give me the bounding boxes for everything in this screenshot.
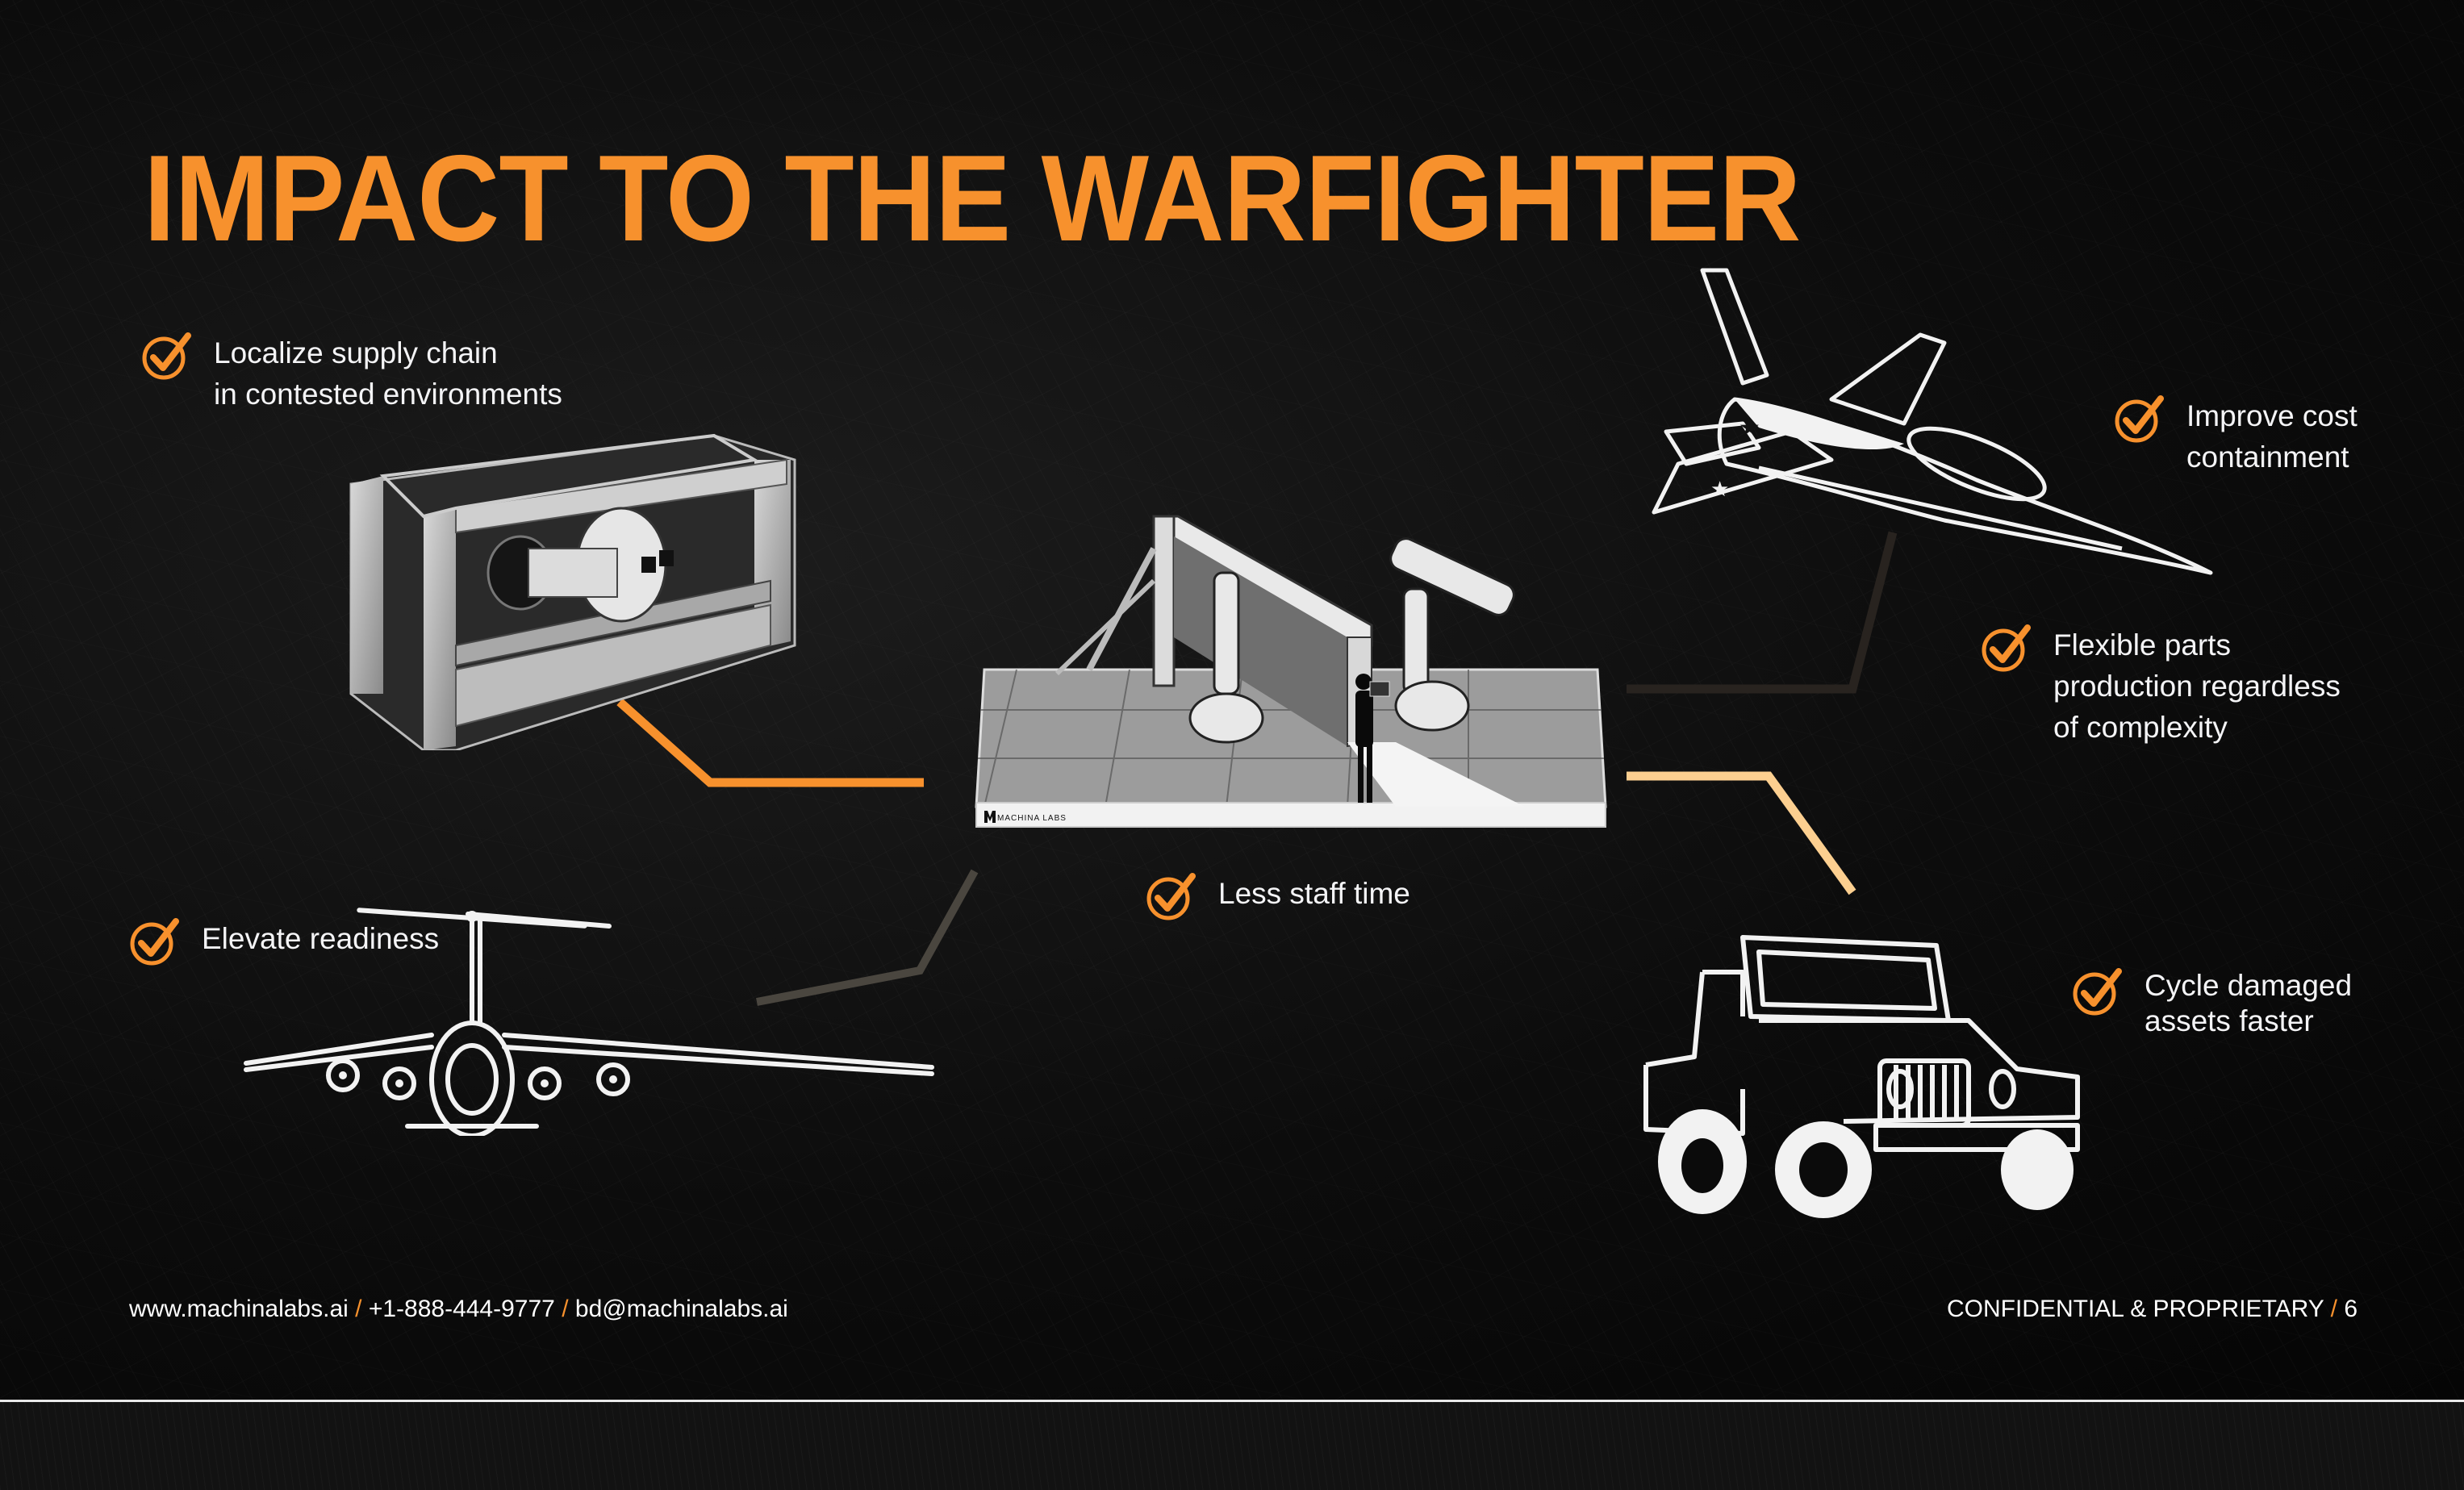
bullet-line: Cycle damaged (2145, 969, 2353, 1002)
bullet-localize-supply-chain: Localize supply chain in contested envir… (141, 332, 562, 415)
connector-cargo-plane (756, 869, 979, 1006)
bullet-less-staff-time: Less staff time (1146, 873, 1410, 921)
bullet-line: Improve cost (2186, 399, 2358, 432)
bullet-line: Elevate readiness (202, 922, 440, 955)
bullet-line: production regardless (2053, 670, 2341, 703)
portable-roboforming-cell-image (349, 433, 796, 750)
connector-fighter-jet (1627, 531, 1898, 694)
bullet-line: assets faster (2145, 1004, 2314, 1037)
connector-portable-cell (616, 698, 924, 787)
bullet-line: Flexible parts (2053, 628, 2232, 662)
connector-jeep (1627, 771, 1856, 895)
bullet-cycle-damaged-assets: Cycle damaged assets faster (2072, 968, 2352, 1039)
svg-text:★: ★ (1739, 414, 1760, 442)
footer-phone[interactable]: +1-888-444-9777 (368, 1296, 555, 1322)
footer-separator: / (2330, 1296, 2337, 1322)
factory-logo: MACHINA LABS (997, 814, 1067, 823)
bullet-flexible-parts-production: Flexible parts production regardless of … (1981, 624, 2341, 748)
fighter-jet-line-art: ★ ★ (1652, 268, 2213, 575)
footer-band (0, 1400, 2464, 1490)
bullet-improve-cost-containment: Improve cost containment (2114, 395, 2358, 478)
footer-separator: / (355, 1296, 362, 1322)
confidential-label: CONFIDENTIAL & PROPRIETARY (1946, 1296, 2324, 1322)
bullet-line: Localize supply chain (214, 336, 498, 369)
jeep-line-art (1643, 935, 2080, 1218)
check-circle-icon (1146, 873, 1196, 920)
bullet-elevate-readiness: Elevate readiness (129, 918, 439, 966)
check-circle-icon (2115, 395, 2164, 443)
footer-email-link[interactable]: bd@machinalabs.ai (574, 1296, 788, 1322)
page-number: 6 (2344, 1296, 2358, 1322)
footer-website-link[interactable]: www.machinalabs.ai (129, 1296, 349, 1322)
bullet-line: in contested environments (214, 378, 562, 411)
bullet-line: Less staff time (1218, 877, 1410, 910)
operator-silhouette (1355, 674, 1373, 803)
check-circle-icon (1982, 624, 2031, 672)
slide-title: IMPACT TO THE WARFIGHTER (144, 130, 1801, 267)
footer-confidential: CONFIDENTIAL & PROPRIETARY / 6 (1947, 1296, 2358, 1323)
footer-contact: www.machinalabs.ai / +1-888-444-9777 / b… (129, 1296, 788, 1323)
bullet-line: containment (2186, 440, 2349, 474)
svg-text:★: ★ (1710, 478, 1729, 502)
check-circle-icon (130, 918, 179, 966)
bullet-line: of complexity (2053, 711, 2228, 744)
footer-separator: / (562, 1296, 569, 1322)
check-circle-icon (2073, 968, 2122, 1016)
cargo-plane-line-art (244, 908, 934, 1136)
check-circle-icon (142, 332, 191, 380)
roboforming-factory-cell-image: MACHINA LABS (975, 515, 1607, 828)
